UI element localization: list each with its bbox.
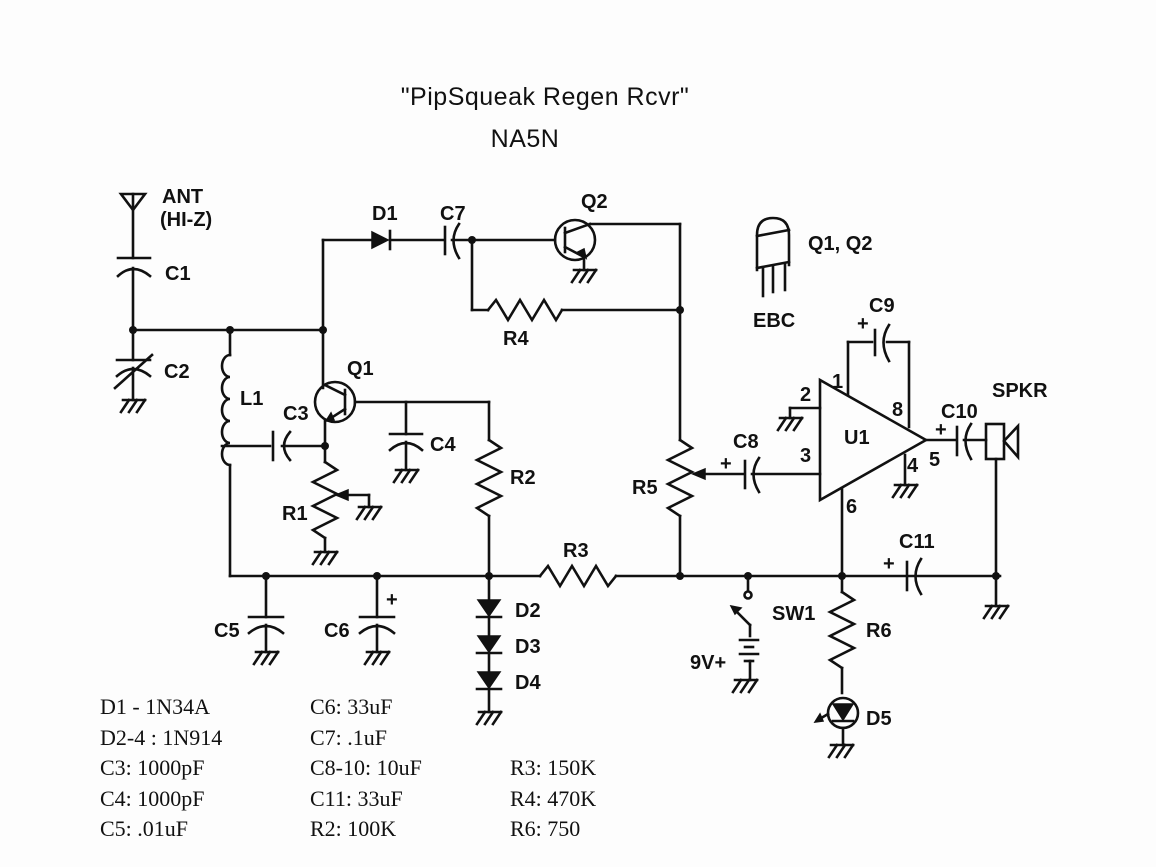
switch-sw1 (729, 574, 753, 638)
parts-list-item: C8-10: 10uF (310, 755, 422, 780)
parts-list-item: D1 - 1N34A (100, 694, 210, 719)
c5-label: C5 (214, 620, 240, 642)
parts-list-item: D2-4 : 1N914 (100, 724, 223, 750)
variable-capacitor-c2 (113, 328, 154, 414)
u1-pin8: 8 (892, 399, 903, 421)
capacitor-c10 (955, 422, 988, 461)
battery-icon (731, 638, 760, 694)
resistor-r6 (827, 574, 857, 695)
speaker-icon (984, 422, 1020, 578)
resistor-r4 (470, 238, 682, 323)
parts-list-item: R2: 100K (310, 816, 397, 841)
parts-list-item: C11: 33uF (310, 785, 403, 811)
potentiometer-r5 (665, 438, 706, 578)
u1-pin3: 3 (800, 445, 811, 467)
d1-label: D1 (372, 203, 398, 225)
antenna-impedance-label: (HI-Z) (160, 209, 212, 231)
c11-label: C11 (899, 531, 935, 553)
c1-label: C1 (165, 263, 191, 285)
capacitor-c7 (443, 222, 557, 260)
u1-pin2: 2 (800, 384, 811, 406)
transistor-package-icon (755, 216, 791, 298)
c3-label: C3 (283, 403, 309, 425)
transistor-q2 (553, 218, 682, 284)
parts-list-item: C4: 1000pF (100, 785, 205, 811)
parts-list-item: R4: 470K (510, 785, 597, 811)
transistor-q1 (313, 380, 491, 448)
package-label: Q1, Q2 (808, 233, 872, 255)
parts-list-column-2: C6: 33uF C7: .1uF C8-10: 10uF C11: 33uF … (310, 692, 422, 845)
c11-plus: + (883, 553, 895, 575)
c8-label: C8 (733, 431, 759, 453)
c7-label: C7 (440, 203, 466, 225)
r4-label: R4 (503, 328, 529, 350)
c6-label: C6 (324, 620, 350, 642)
parts-list-item: R3: 150K (510, 755, 597, 780)
author-callsign: NA5N (491, 125, 560, 153)
capacitor-c4 (388, 400, 424, 484)
u1-label: U1 (844, 427, 870, 449)
q2-label: Q2 (581, 191, 608, 213)
resistor-r3 (538, 563, 1002, 589)
diode-d1 (371, 229, 445, 251)
diode-string-d2-d4 (475, 574, 503, 726)
amplifier-u1 (776, 340, 957, 578)
pinout-label: EBC (753, 310, 795, 332)
d2-label: D2 (515, 600, 541, 622)
parts-list-column-3: R3: 150K R4: 470K R6: 750 (510, 753, 596, 845)
parts-list-item: R6: 750 (510, 816, 581, 841)
parts-list-item: C7: .1uF (310, 724, 388, 750)
led-d5 (813, 696, 860, 759)
q1-label: Q1 (347, 358, 374, 380)
potentiometer-r1 (310, 444, 383, 566)
c8-plus: + (720, 453, 732, 475)
parts-list-item: C3: 1000pF (100, 755, 205, 780)
r5-label: R5 (632, 477, 658, 499)
c2-label: C2 (164, 361, 190, 383)
u1-pin4: 4 (907, 455, 919, 477)
d3-label: D3 (515, 636, 541, 658)
c4-label: C4 (430, 434, 456, 456)
c9-label: C9 (869, 295, 895, 317)
c6-plus: + (386, 589, 398, 611)
u1-pin6: 6 (846, 496, 857, 518)
antenna-label: ANT (162, 186, 203, 208)
c10-label: C10 (941, 401, 978, 423)
capacitor-c9 (873, 323, 891, 363)
u1-pin1: 1 (832, 371, 843, 393)
battery-label: 9V+ (690, 652, 726, 674)
r3-label: R3 (563, 540, 589, 562)
antenna-symbol (118, 192, 148, 260)
inductor-l1 (220, 328, 232, 578)
parts-list-item: C6: 33uF (310, 694, 393, 719)
speaker-label: SPKR (992, 380, 1048, 402)
u1-pin5: 5 (929, 449, 940, 471)
capacitor-c5 (247, 574, 285, 666)
capacitor-c6 (358, 574, 396, 666)
capacitor-c1 (116, 256, 152, 332)
c10-plus: + (935, 419, 947, 441)
schematic-title: "PipSqueak Regen Rcvr" (401, 83, 690, 111)
capacitor-c11 (905, 557, 923, 596)
parts-list-item: C5: .01uF (100, 816, 189, 841)
sw1-label: SW1 (772, 603, 815, 625)
resistor-r2 (474, 400, 504, 578)
parts-list-column-1: D1 - 1N34A D2-4 : 1N914 C3: 1000pF C4: 1… (100, 692, 222, 845)
l1-label: L1 (240, 388, 263, 410)
r2-label: R2 (510, 467, 536, 489)
c9-plus: + (857, 313, 869, 335)
r6-label: R6 (866, 620, 892, 642)
d4-label: D4 (515, 672, 541, 694)
d5-label: D5 (866, 708, 892, 730)
r1-label: R1 (282, 503, 308, 525)
